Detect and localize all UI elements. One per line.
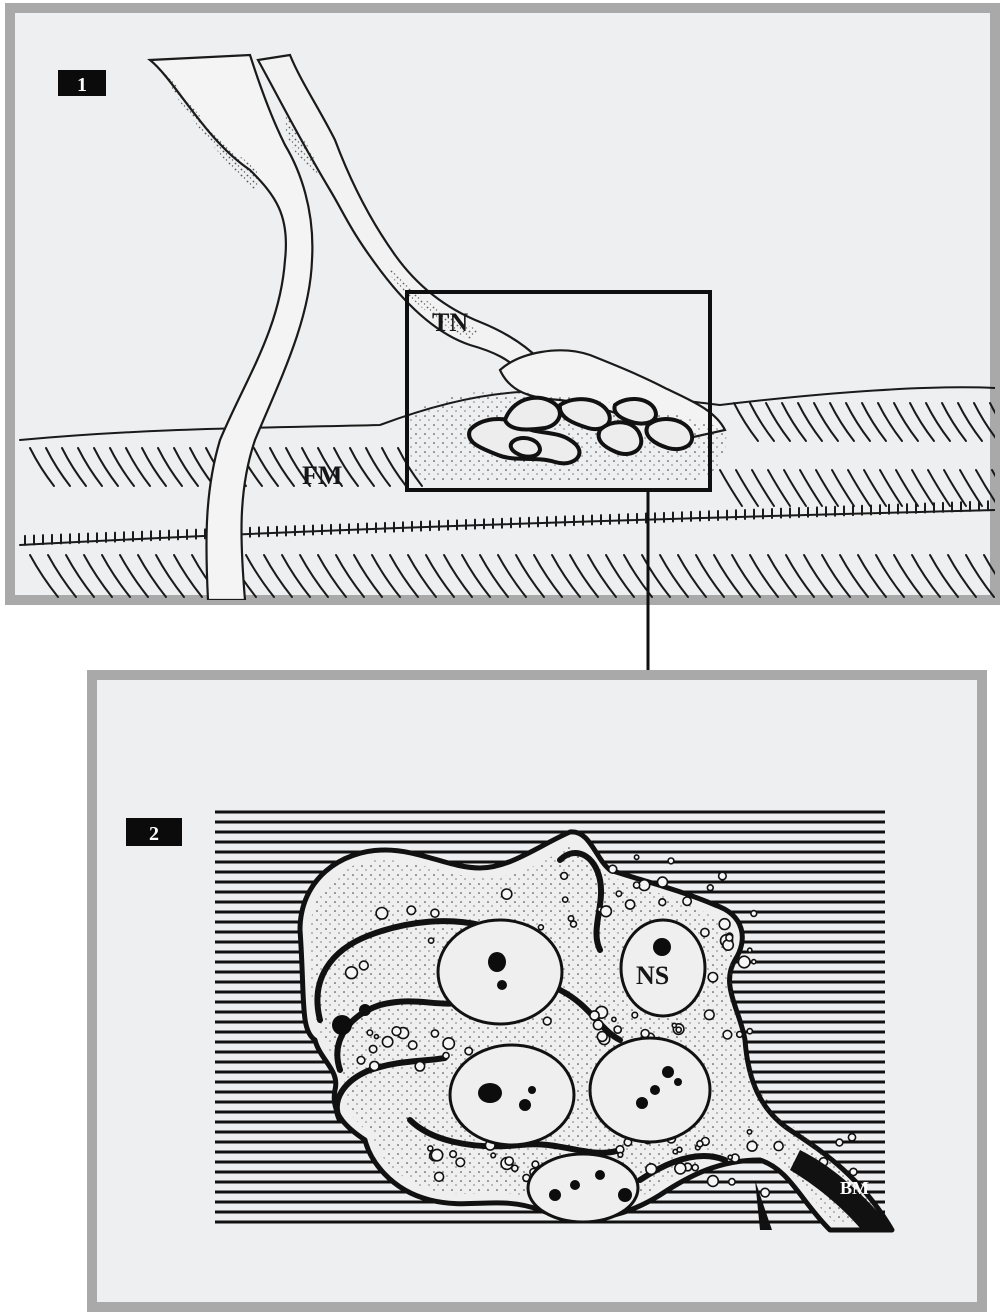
panel-1: 1 TN FM bbox=[10, 8, 1000, 600]
panel-2-badge-number: 2 bbox=[149, 823, 159, 845]
label-terminal-nerve: TN bbox=[432, 308, 468, 337]
panel-1-frame bbox=[10, 8, 995, 600]
label-muscle-fiber: FM bbox=[302, 461, 342, 490]
nucleus-1 bbox=[438, 920, 562, 1024]
nucleus-3 bbox=[450, 1045, 574, 1145]
nucleus-5 bbox=[528, 1154, 638, 1222]
panel-2: 2 NS BM bbox=[92, 675, 982, 1307]
label-basement-membrane: BM bbox=[840, 1178, 869, 1198]
label-nuclei: NS bbox=[636, 961, 669, 990]
panel-1-badge-number: 1 bbox=[77, 74, 87, 96]
